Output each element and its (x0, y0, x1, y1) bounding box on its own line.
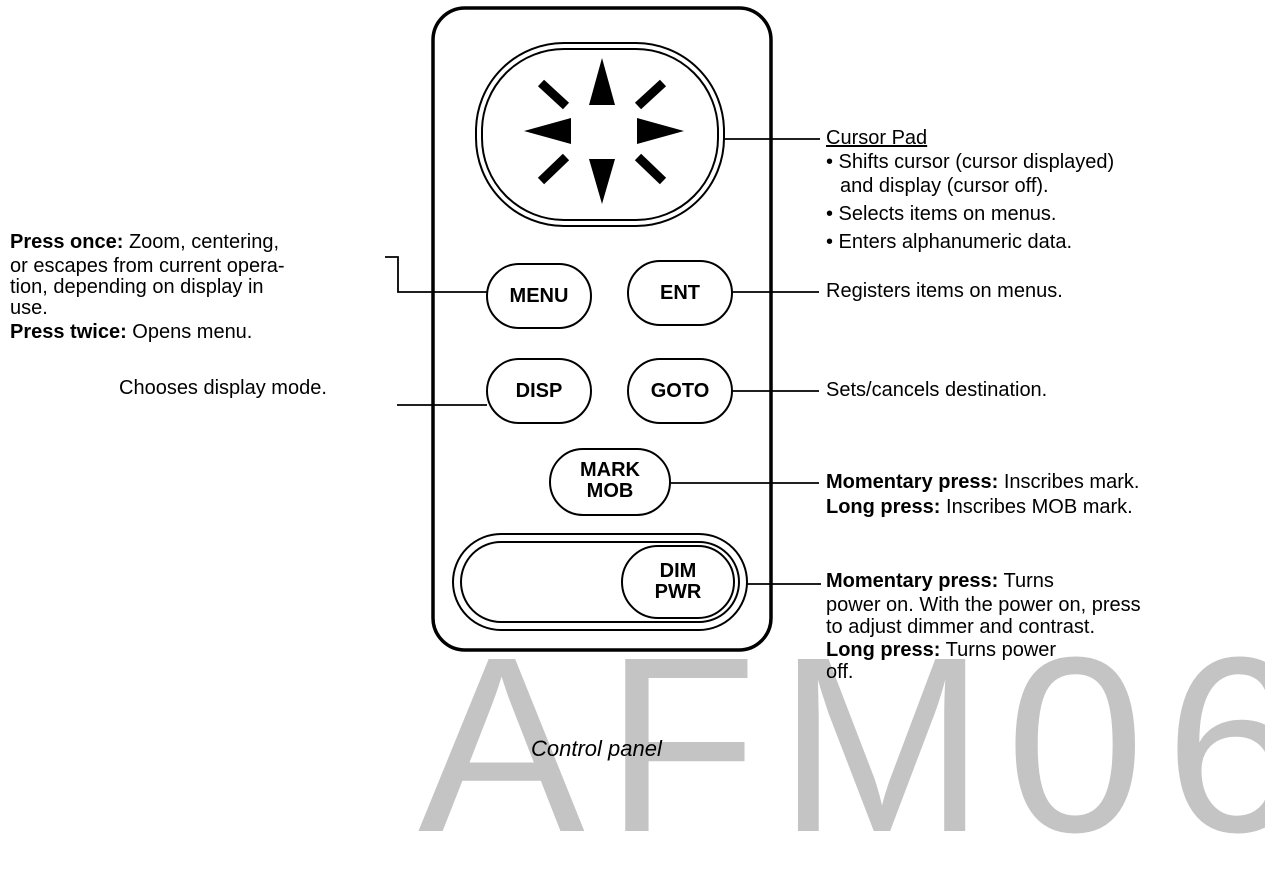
menu-line-2: tion, depending on display in (10, 276, 264, 298)
mark-momentary-text: Inscribes mark. (1003, 471, 1140, 493)
cursor-pad-line-2: and display (cursor off). (840, 175, 1049, 197)
leader-lines (385, 138, 821, 585)
pwr-label: PWR (654, 581, 702, 603)
menu-press-once-text: Zoom, centering, (128, 231, 280, 253)
menu-press-twice: Press twice: Opens menu. (10, 322, 252, 343)
disp-button-label: DISP (515, 380, 563, 402)
disp-button-shape (486, 358, 592, 424)
ent-button-shape (627, 260, 733, 326)
mark-momentary-bold: Momentary press: (826, 471, 999, 493)
dim-pwr-button[interactable]: DIM PWR (622, 561, 734, 603)
arrow-left-icon (524, 118, 571, 144)
goto-button[interactable]: GOTO (628, 381, 732, 402)
mark-long-text: Inscribes MOB mark. (946, 496, 1133, 518)
menu-press-twice-text: Opens menu. (132, 321, 253, 343)
diagonal-arrows (537, 79, 667, 185)
ent-button-label: ENT (660, 282, 700, 304)
pwr-last-line: off. (826, 661, 854, 683)
mark-long: Long press: Inscribes MOB mark. (826, 497, 1133, 518)
menu-button-shape (486, 263, 592, 329)
ent-description: Registers items on menus. (826, 280, 1063, 302)
dim-label: DIM (659, 560, 697, 582)
pwr-momentary: Momentary press: Turns (826, 571, 1054, 592)
mark-momentary: Momentary press: Inscribes mark. (826, 472, 1139, 493)
mark-long-bold: Long press: (826, 496, 941, 518)
figure-caption: Control panel (531, 736, 662, 761)
panel-outline (431, 6, 773, 652)
menu-press-once: Press once: Zoom, centering, (10, 232, 279, 253)
disp-description: Chooses display mode. (119, 377, 327, 399)
mob-label: MOB (586, 480, 634, 502)
pwr-line-2: to adjust dimmer and contrast. (826, 616, 1096, 638)
mark-label: MARK (580, 459, 640, 481)
cursor-pad-line-4: • Enters alphanumeric data. (826, 231, 1073, 253)
mark-mob-button[interactable]: MARK MOB (550, 460, 670, 502)
goto-description: Sets/cancels destination. (826, 379, 1048, 401)
menu-line-1: or escapes from current opera- (10, 255, 285, 277)
menu-button-label: MENU (509, 285, 569, 307)
menu-line-3: use. (10, 297, 48, 319)
pwr-momentary-text: Turns (1003, 570, 1054, 592)
pwr-line-1: power on. With the power on, press (826, 594, 1141, 616)
pwr-long-bold: Long press: (826, 639, 941, 661)
power-housing-outer (452, 533, 748, 631)
pwr-momentary-bold: Momentary press: (826, 570, 999, 592)
arrow-up-icon (589, 58, 615, 105)
cursor-pad-title: Cursor Pad (826, 127, 928, 149)
pwr-long-text: Turns power (945, 639, 1057, 661)
pwr-button-shape (621, 545, 735, 619)
control-panel-diagram (385, 6, 821, 652)
menu-press-once-bold: Press once: (10, 231, 124, 253)
ent-button[interactable]: ENT (628, 283, 732, 304)
menu-press-twice-bold: Press twice: (10, 321, 127, 343)
cursor-pad[interactable] (475, 42, 725, 227)
arrow-right-icon (637, 118, 684, 144)
goto-button-label: GOTO (650, 380, 710, 402)
cursor-pad-line-3: • Selects items on menus. (826, 203, 1057, 225)
disp-button[interactable]: DISP (487, 381, 591, 402)
cursor-pad-line-1: • Shifts cursor (cursor displayed) (826, 151, 1115, 173)
menu-button[interactable]: MENU (487, 286, 591, 307)
mark-button-shape (549, 448, 671, 516)
power-housing-inner (460, 541, 740, 623)
arrow-down-icon (589, 159, 615, 204)
pwr-long: Long press: Turns power (826, 640, 1056, 661)
